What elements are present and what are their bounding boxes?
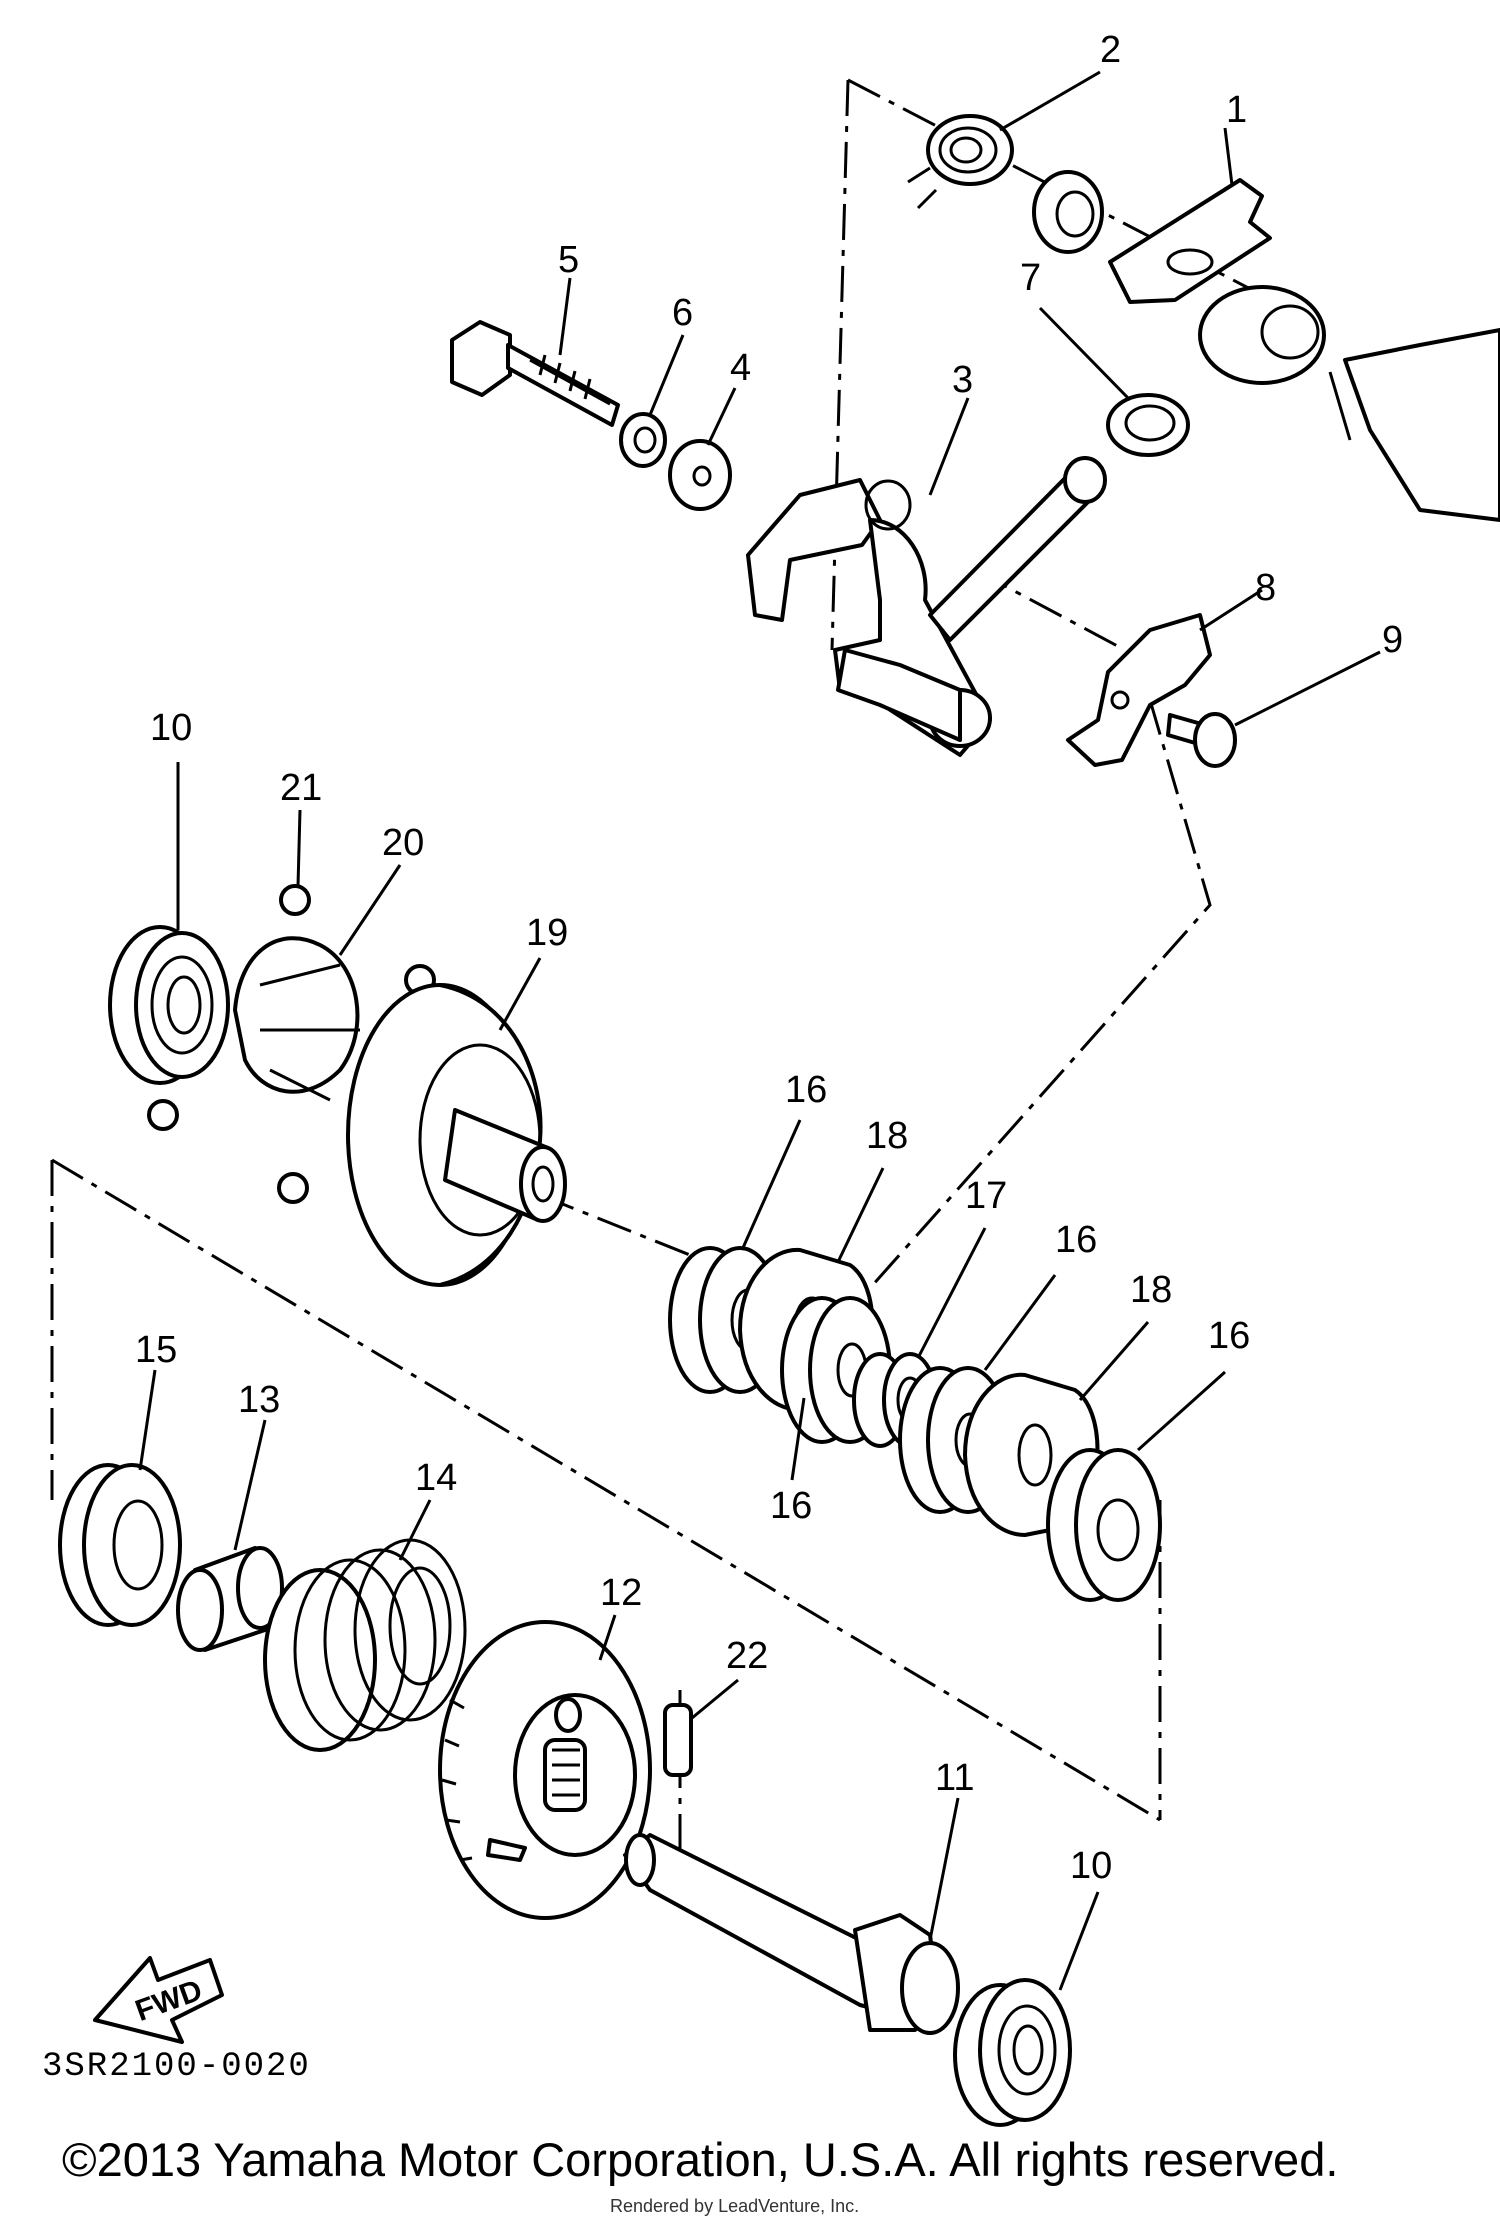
callout-7: 7 [1020,257,1041,299]
assembly-lines [50,78,1263,1850]
part-16-washer-d [1046,1448,1162,1602]
callout-19: 19 [526,912,568,954]
part-10-bearing-upper [108,925,230,1085]
part-7-oil-seal [1106,393,1190,457]
callout-5: 5 [558,239,579,281]
callout-4: 4 [730,347,751,389]
part-11-kick-shaft [623,1833,960,2035]
callout-16-d: 16 [770,1485,812,1527]
part-10-bearing-lower [953,1978,1072,2127]
callout-18-b: 18 [1130,1269,1172,1311]
callout-10-upper: 10 [150,707,192,749]
callout-13: 13 [238,1379,280,1421]
callout-14: 14 [415,1457,457,1499]
part-4-washer [668,439,732,511]
callout-2: 2 [1100,29,1121,71]
callout-16-c: 16 [1208,1315,1250,1357]
callout-15: 15 [135,1329,177,1371]
callout-8: 8 [1255,567,1276,609]
callout-6: 6 [672,292,693,334]
sleeve [1198,285,1326,385]
shaft-housing [1328,328,1500,522]
callout-3: 3 [952,359,973,401]
callout-12: 12 [600,1572,642,1614]
part-14-coil-spring [263,1538,467,1752]
callout-20: 20 [382,822,424,864]
leader-lines [138,70,1381,1991]
callout-16-a: 16 [785,1069,827,1111]
callout-17: 17 [965,1175,1007,1217]
part-20-cam [233,936,360,1102]
callout-18-a: 18 [866,1115,908,1157]
callout-numbers: 1 2 3 4 5 6 7 8 9 10 10 11 12 13 14 15 1… [135,29,1403,1887]
part-12-ratchet-gear [438,1620,652,1920]
callout-10-lower: 10 [1070,1845,1112,1887]
collar [1032,170,1104,254]
part-3-kick-arm [746,456,1107,757]
render-credit: Rendered by LeadVenture, Inc. [610,2196,860,2216]
callout-22: 22 [726,1635,768,1677]
fwd-arrow-icon: FWD [93,1956,224,2044]
part-22-pin [663,1703,693,1777]
part-9-screw [1166,712,1237,768]
part-8-stopper-plate [1066,613,1212,767]
part-15-oil-seal [58,1463,182,1627]
callout-11: 11 [935,1757,974,1799]
part-21-balls [147,884,436,1204]
callout-16-b: 16 [1055,1219,1097,1261]
copyright-notice: ©2013 Yamaha Motor Corporation, U.S.A. A… [62,2133,1339,2186]
part-2-torsion-spring [907,114,1014,210]
callout-1: 1 [1226,89,1247,131]
callout-9: 9 [1382,619,1403,661]
part-13-collar [176,1546,284,1652]
diagram-code: 3SR2100-0020 [42,2048,311,2086]
part-19-kick-gear [346,983,567,1287]
part-1-lever-plate [1108,178,1272,304]
callout-21: 21 [280,767,322,809]
part-5-bolt [450,320,620,427]
part-6-lock-washer [619,412,667,468]
